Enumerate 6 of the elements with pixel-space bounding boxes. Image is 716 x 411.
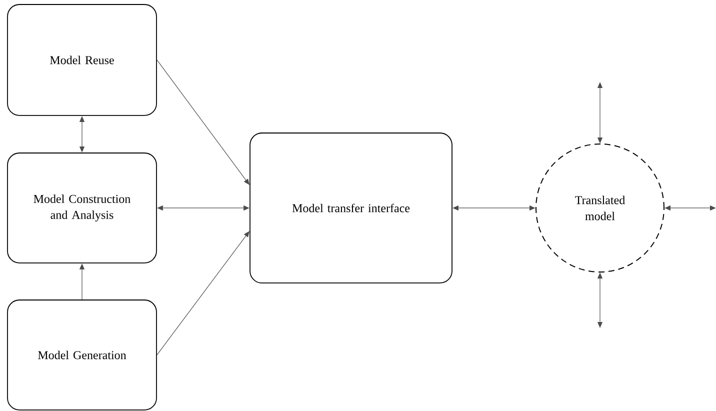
rounded-box: Model Generation xyxy=(7,300,157,410)
arrow xyxy=(664,205,716,211)
rounded-box: Model transfer interface xyxy=(250,132,452,284)
rounded-box: Model Construction and Analysis xyxy=(7,152,157,264)
rounded-box: Model Reuse xyxy=(7,4,157,116)
arrow xyxy=(597,82,603,144)
